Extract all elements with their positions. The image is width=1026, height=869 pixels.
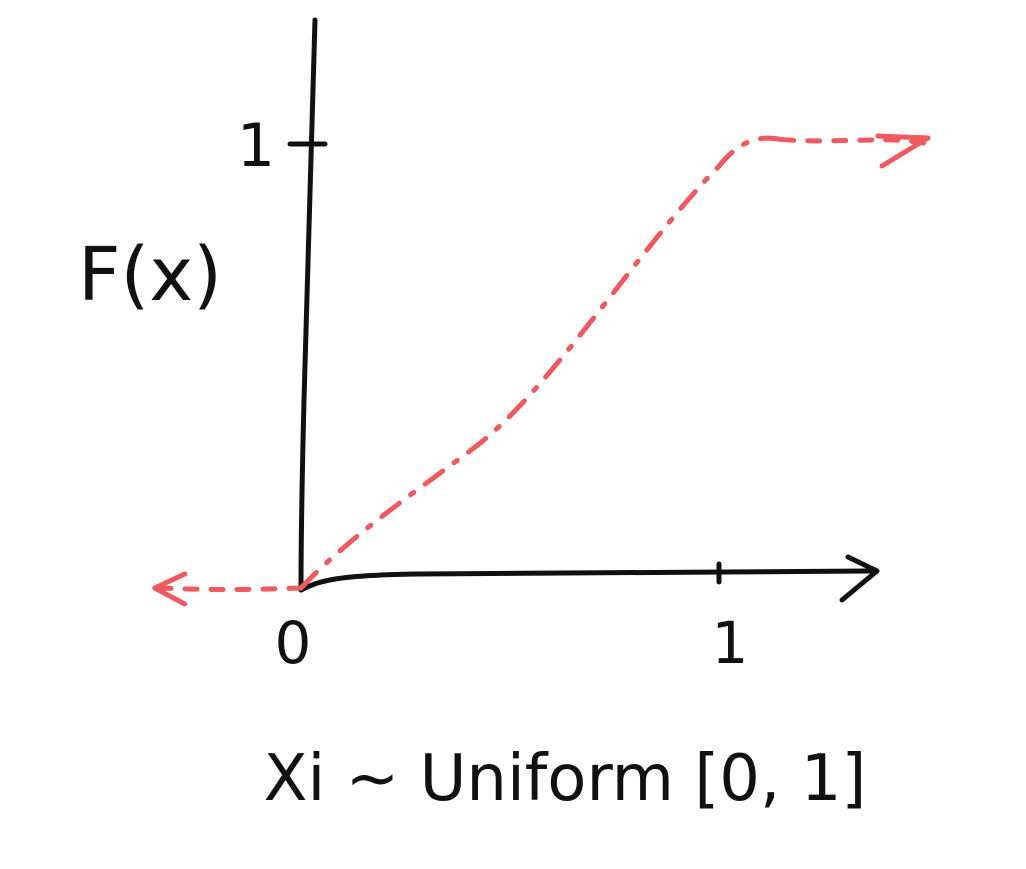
cdf-right-segment — [779, 137, 931, 147]
cdf-left-arrow-icon — [152, 571, 188, 607]
y-axis-label: F(x) — [78, 232, 222, 318]
y-tick-label-1: 1 — [237, 111, 275, 181]
x-tick-label-0: 0 — [275, 609, 312, 677]
cdf-series — [152, 133, 931, 607]
distribution-caption: Xi ~ Uniform [0, 1] — [264, 742, 867, 816]
y-axis — [298, 17, 318, 593]
cdf-rising-segment — [298, 135, 785, 591]
cdf-left-segment — [156, 585, 304, 592]
x-axis-arrow-icon — [839, 554, 880, 603]
x-axis — [298, 568, 873, 593]
x-tick-label-1: 1 — [712, 609, 749, 677]
cdf-right-arrow-icon — [875, 133, 931, 169]
